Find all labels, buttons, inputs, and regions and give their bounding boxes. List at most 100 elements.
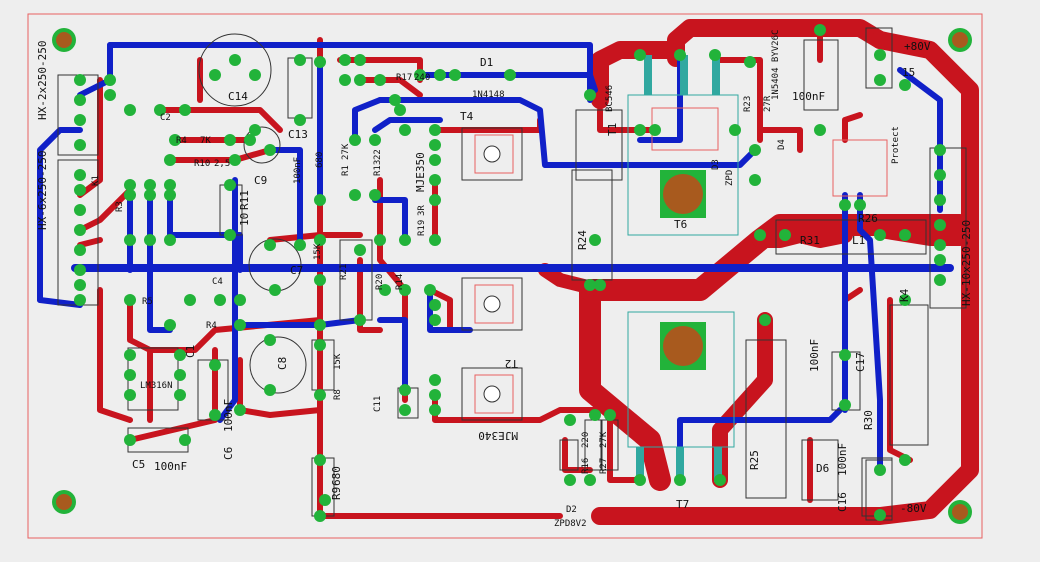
trace-r31 xyxy=(752,227,853,248)
pad xyxy=(124,179,136,191)
pad xyxy=(164,154,176,166)
pad xyxy=(264,384,276,396)
label-hx-right: HX-10x250-250 xyxy=(960,220,973,306)
trace-r23-top xyxy=(717,57,763,143)
pad xyxy=(74,224,86,236)
label-k4: K4 xyxy=(898,288,911,302)
pad xyxy=(744,56,756,68)
label-c6v: 100nF xyxy=(222,399,235,432)
trace-t2-top xyxy=(427,287,453,333)
pad xyxy=(174,369,186,381)
pad xyxy=(814,124,826,136)
power-trace-mid xyxy=(579,279,671,491)
pad xyxy=(179,434,191,446)
pad xyxy=(429,389,441,401)
pad xyxy=(314,274,326,286)
pad xyxy=(164,234,176,246)
label-c5: C5 xyxy=(132,458,145,471)
pad xyxy=(594,279,606,291)
pad xyxy=(374,234,386,246)
pad xyxy=(124,104,136,116)
pad xyxy=(74,139,86,151)
pad xyxy=(714,474,726,486)
t7-leg-1 xyxy=(636,447,644,482)
c8-outline xyxy=(249,336,307,394)
pad xyxy=(814,24,826,36)
pad xyxy=(214,294,226,306)
label-c1: C1 xyxy=(184,345,197,358)
pad xyxy=(424,284,436,296)
pad xyxy=(374,74,386,86)
pad xyxy=(104,74,116,86)
label-r21: R21 xyxy=(339,264,349,280)
label-t4: T4 xyxy=(460,110,474,123)
label-r16: R16 xyxy=(581,458,591,474)
label-minus-80v: -80V xyxy=(900,502,927,515)
pad xyxy=(74,279,86,291)
t4-die xyxy=(474,134,514,174)
pad xyxy=(429,174,441,186)
c9-outline xyxy=(243,126,281,164)
pad xyxy=(649,124,661,136)
pad xyxy=(124,389,136,401)
label-r8: R8 xyxy=(333,389,343,400)
pad xyxy=(314,389,326,401)
label-c8: C8 xyxy=(276,357,289,370)
pad xyxy=(899,454,911,466)
pad xyxy=(589,234,601,246)
t4-outline xyxy=(461,127,523,181)
trace-left-1 xyxy=(77,77,103,198)
pad xyxy=(389,94,401,106)
pad xyxy=(354,244,366,256)
pad xyxy=(269,284,281,296)
pad xyxy=(174,349,186,361)
label-r4: R4 xyxy=(206,321,217,331)
label-r15: 15 xyxy=(902,66,915,79)
label-r13: R13 xyxy=(373,160,383,176)
label-lm316n: LM316N xyxy=(140,381,173,391)
pad xyxy=(709,49,721,61)
pad xyxy=(314,56,326,68)
pad xyxy=(934,144,946,156)
mount-hole-br xyxy=(952,504,968,520)
trace-blue-r13 xyxy=(372,197,408,243)
pad xyxy=(169,134,181,146)
trace-blue-c11 xyxy=(377,317,408,393)
pad xyxy=(264,144,276,156)
trace-blue-rbank xyxy=(167,187,243,273)
pad xyxy=(74,204,86,216)
label-c13: C13 xyxy=(288,128,308,141)
label-r17: R17 xyxy=(396,73,412,83)
pad xyxy=(294,114,306,126)
label-r14: R14 xyxy=(395,274,405,290)
label-k7: 7K xyxy=(200,136,211,146)
pad xyxy=(429,234,441,246)
label-k15: 15K xyxy=(313,243,323,260)
label-r11: R11 xyxy=(238,190,251,210)
pad xyxy=(589,409,601,421)
t6-leg-3 xyxy=(712,55,720,95)
pad xyxy=(184,294,196,306)
t6-mount-hole xyxy=(663,174,703,214)
pad xyxy=(729,124,741,136)
label-c17: C17 xyxy=(854,352,867,372)
pad xyxy=(314,454,326,466)
trace-r27 xyxy=(607,417,643,483)
trace-blue-c9 xyxy=(267,147,303,248)
trace-blue-t1 xyxy=(377,97,758,168)
pad xyxy=(354,314,366,326)
label-r1v: 27K xyxy=(341,143,351,160)
label-bc546: BC546 xyxy=(605,85,615,112)
pad xyxy=(319,494,331,506)
label-r13v: 22 xyxy=(373,149,383,160)
pad xyxy=(379,284,391,296)
label-r5: R5 xyxy=(142,297,153,307)
pad xyxy=(429,139,441,151)
label-c10: 100nF xyxy=(293,157,303,184)
trace-rbank xyxy=(77,187,133,233)
label-r30: R30 xyxy=(862,410,875,430)
pad xyxy=(634,474,646,486)
label-r27: R27 xyxy=(599,458,609,474)
